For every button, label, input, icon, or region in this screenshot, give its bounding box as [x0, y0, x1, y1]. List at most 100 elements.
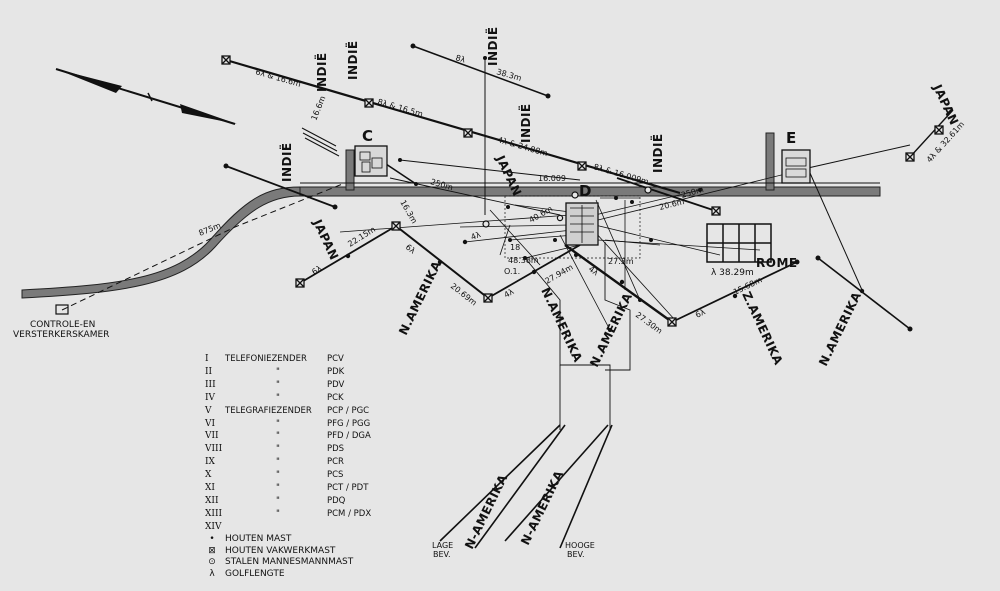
label-indie-4: INDIË: [518, 103, 533, 143]
dim-label: 27.3m: [608, 257, 634, 266]
legend-roman-numeral: VI: [205, 418, 216, 429]
legend-call-sign: PCR: [327, 457, 344, 468]
steel-masts: [482, 186, 652, 228]
legend-ditto-mark: ": [276, 495, 280, 506]
legend-call-sign: PCK: [327, 392, 344, 403]
legend-ditto-mark: ": [276, 457, 280, 468]
building-d: [565, 202, 599, 246]
dim-label: 6λ: [694, 307, 707, 320]
label-indie-1: INDIË: [314, 52, 329, 92]
legend-symbol-label: GOLFLENGTE: [225, 568, 285, 579]
legend-transmitter-type: TELEFONIEZENDER: [225, 354, 307, 364]
legend-symbol-label: HOUTEN MAST: [225, 534, 292, 544]
legend-call-sign: PDQ: [327, 495, 346, 506]
dim-label: 8λ: [454, 53, 466, 64]
label-indie-2: INDIË: [345, 40, 360, 80]
legend-call-sign: PCM / PDX: [327, 508, 372, 519]
wooden-masts: [223, 43, 913, 332]
truss-mast-icon: [391, 221, 401, 231]
dim-label: 27.94m: [544, 262, 575, 285]
legend-ditto-mark: ": [276, 470, 280, 481]
legend-roman-numeral: VII: [205, 431, 219, 442]
control-room-line2: VERSTERKERSKAMER: [13, 330, 109, 340]
lage-bev-line2: BEV.: [433, 550, 451, 559]
lambda-icon: λ: [209, 568, 215, 579]
legend-call-sign: PCT / PDT: [327, 483, 369, 493]
label-japan-2: JAPAN: [310, 216, 341, 262]
legend-transmitter-type: TELEGRAFIEZENDER: [225, 405, 312, 416]
truss-mast-icon: [934, 125, 944, 135]
legend-ditto-mark: ": [276, 431, 280, 442]
building-c: [354, 145, 388, 177]
legend-call-sign: PDV: [327, 379, 345, 390]
hooge-bev-line1: HOOGE: [565, 541, 595, 550]
label-o1: O.1.: [504, 267, 520, 276]
legend-ditto-mark: ": [276, 483, 280, 493]
legend-call-sign: PCS: [327, 470, 344, 481]
legend-symbol-label: STALEN MANNESMANNMAST: [225, 557, 354, 567]
dim-label: 6λ & 16.6m: [254, 67, 302, 89]
label-indie-5: INDIË: [650, 133, 665, 173]
dim-label: 48.38m: [508, 256, 539, 265]
label-n-amerika-1: N.AMERIKA: [396, 258, 444, 337]
legend-ditto-mark: ": [276, 444, 280, 455]
legend-roman-numeral: X: [205, 470, 212, 481]
truss-masts: [221, 55, 944, 327]
legend-roman-numeral: I: [205, 354, 209, 364]
legend-roman-numeral: IX: [205, 457, 215, 468]
legend-roman-numeral: XIII: [205, 508, 223, 519]
site-e-label: E: [786, 129, 796, 147]
legend-ditto-mark: ": [276, 379, 280, 390]
label-japan-3: JAPAN: [930, 81, 961, 127]
site-c-label: C: [362, 127, 373, 145]
dim-label: 16.3m: [398, 199, 419, 226]
dim-label: 38.3m: [495, 67, 522, 83]
label-rome: ROME: [756, 256, 798, 270]
dim-label: 16.6m: [310, 94, 328, 121]
legend-roman-numeral: V: [205, 405, 212, 416]
dim-label: 16.009: [538, 174, 566, 183]
lage-bev-line1: LAGE: [432, 541, 453, 550]
truss-mast-icon: [577, 161, 587, 171]
hatch-marks-c: [301, 127, 340, 157]
crossed-box-icon: ⊠: [208, 545, 216, 556]
legend-ditto-mark: ": [276, 366, 280, 377]
legend-roman-numeral: XI: [205, 483, 215, 493]
legend-symbol-label: HOUTEN VAKWERKMAST: [225, 545, 336, 556]
label-indie-6: INDIË: [279, 142, 294, 182]
control-room-line1: CONTROLE-EN: [30, 320, 95, 330]
label-z-amerika: Z.AMERIKA: [739, 289, 785, 367]
dim-label: 4λ: [503, 287, 516, 300]
truss-mast-icon: [905, 152, 915, 162]
dot-icon: •: [209, 534, 215, 544]
legend-call-sign: PCV: [327, 354, 344, 364]
site-d-label: D: [579, 182, 591, 200]
rome-antenna-array: [706, 223, 772, 263]
truss-mast-icon: [221, 55, 231, 65]
dim-label: 4λ & 32.61m: [925, 120, 967, 165]
label-rome-wavelength: λ 38.29m: [711, 268, 754, 278]
legend-ditto-mark: ": [276, 508, 280, 519]
legend-roman-numeral: XII: [205, 495, 219, 506]
dim-label: 4λ: [470, 230, 483, 242]
label-n-amerika-2: N.AMERIKA: [538, 285, 585, 364]
dim-label: 6λ: [404, 242, 417, 255]
legend-roman-numeral: XIV: [205, 521, 222, 532]
truss-mast-icon: [463, 128, 473, 138]
dim-label: 20.69m: [449, 281, 479, 307]
legend-roman-numeral: III: [205, 379, 216, 390]
truss-mast-icon: [667, 317, 677, 327]
legend-roman-numeral: IV: [205, 392, 216, 403]
legend-ditto-mark: ": [276, 392, 280, 403]
dim-label: 22.15m: [346, 225, 377, 249]
truss-mast-icon: [364, 98, 374, 108]
label-indie-3: INDIË: [485, 26, 500, 66]
dim-label: 8λ & 16.5m: [376, 97, 424, 119]
dim-label: 4λ: [587, 264, 600, 277]
truss-mast-icon: [483, 293, 493, 303]
d-cluster-lines: [504, 195, 641, 259]
legend-call-sign: PDS: [327, 444, 345, 455]
circle-dot-icon: ⊙: [208, 557, 216, 567]
legend-call-sign: PCP / PGC: [327, 405, 370, 416]
